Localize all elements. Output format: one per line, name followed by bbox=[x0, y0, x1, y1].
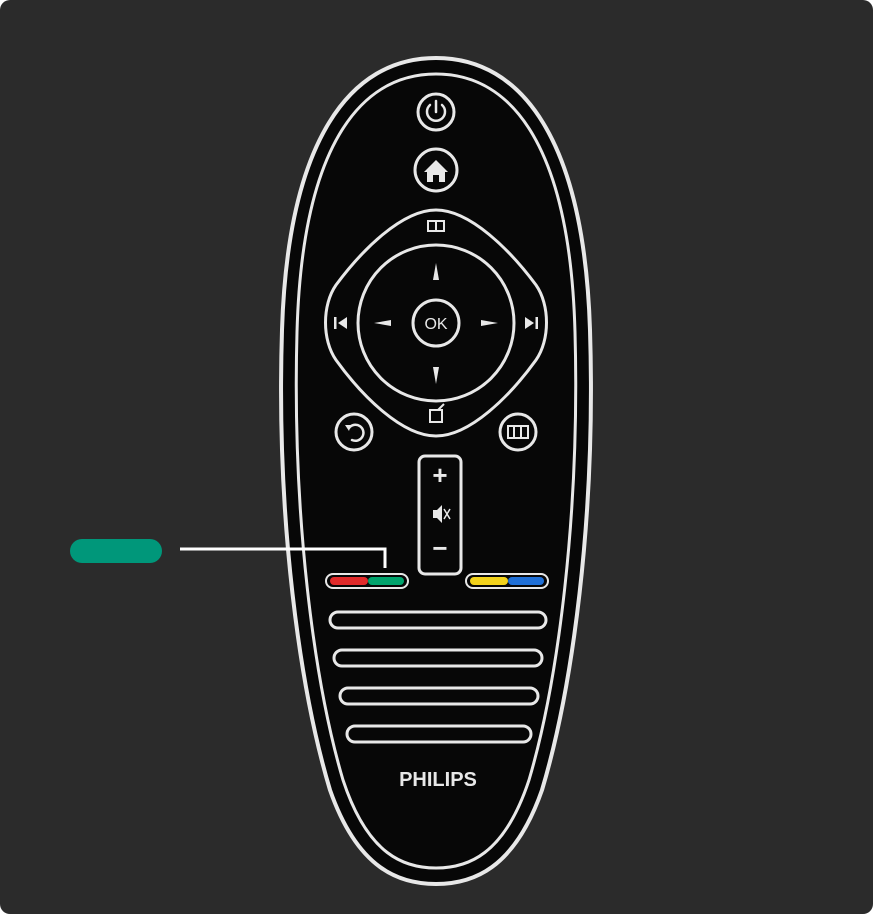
brand-logo: PHILIPS bbox=[399, 769, 477, 791]
volume-down-label: − bbox=[432, 533, 447, 563]
back-button[interactable] bbox=[336, 414, 372, 450]
adjust-button[interactable] bbox=[500, 414, 536, 450]
home-button[interactable] bbox=[415, 149, 457, 191]
color-keys-right bbox=[466, 574, 548, 588]
volume-rocker[interactable]: + − bbox=[419, 456, 461, 574]
power-button[interactable] bbox=[418, 94, 454, 130]
grille-bar bbox=[330, 612, 546, 628]
ok-label: OK bbox=[424, 316, 447, 333]
grille-bar bbox=[340, 688, 538, 704]
volume-up-label: + bbox=[432, 460, 447, 490]
grille-bar bbox=[334, 650, 542, 666]
grille-bar bbox=[347, 726, 531, 742]
color-keys-left bbox=[326, 574, 408, 588]
ok-button[interactable]: OK bbox=[413, 300, 459, 346]
yellow-color-key[interactable] bbox=[470, 577, 508, 585]
callout-highlight bbox=[70, 539, 162, 563]
blue-color-key[interactable] bbox=[508, 577, 544, 585]
red-color-key[interactable] bbox=[330, 577, 368, 585]
green-color-key[interactable] bbox=[368, 577, 404, 585]
